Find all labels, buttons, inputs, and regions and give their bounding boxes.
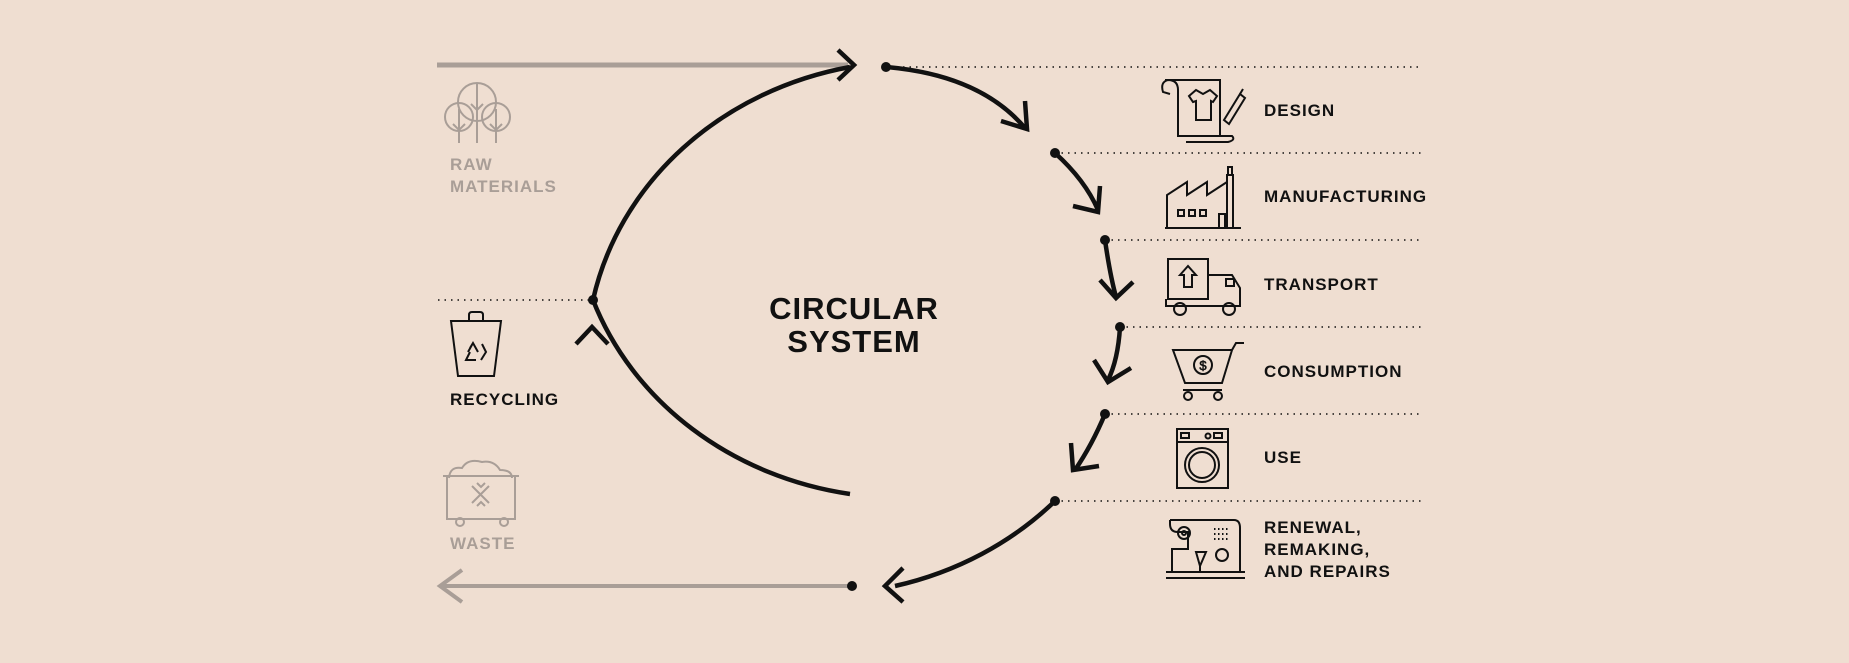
diagram-title: CIRCULAR SYSTEM: [769, 291, 939, 359]
recycle-bin-icon: [449, 311, 503, 377]
waste-container-icon: [443, 459, 519, 527]
stage-label-manufacturing: MANUFACTURING: [1264, 187, 1428, 206]
arc-consumption: [1105, 326, 1123, 382]
stage-label-renewal: RENEWAL, REMAKING, AND REPAIRS: [1264, 518, 1391, 581]
arc-use: [1073, 413, 1108, 472]
sewing-machine-icon: [1166, 519, 1245, 579]
arc-transport: [1102, 239, 1119, 298]
input-label-waste: WASTE: [450, 534, 516, 553]
arc-top-to-design: [885, 64, 1027, 130]
input-label-recycling: RECYCLING: [450, 390, 560, 409]
blueprint-shirt-icon: [1161, 78, 1247, 143]
stage-divider-lines: [438, 66, 1422, 502]
factory-icon: [1165, 166, 1241, 229]
stage-label-use: USE: [1264, 448, 1302, 467]
arc-renewal-to-bottom: [894, 499, 1057, 589]
arc-recycling-to-top: [590, 64, 851, 301]
cycle-arcs: [590, 64, 1123, 589]
cycle-arrowheads: [574, 48, 1135, 604]
arc-bottom-to-recycling: [590, 299, 851, 497]
input-label-raw-materials: RAW MATERIALS: [450, 155, 557, 196]
delivery-truck-icon: [1165, 258, 1241, 316]
shopping-cart-icon: $: [1171, 342, 1244, 401]
stage-label-design: DESIGN: [1264, 101, 1336, 120]
trees-icon: [444, 82, 511, 143]
waste-arrowhead: [436, 568, 464, 604]
stage-label-transport: TRANSPORT: [1264, 275, 1379, 294]
svg-text:$: $: [1199, 358, 1207, 373]
stage-label-consumption: CONSUMPTION: [1264, 362, 1403, 381]
arc-manufacturing: [1053, 151, 1101, 211]
washing-machine-icon: [1176, 428, 1229, 489]
cycle-nodes: [588, 62, 1125, 591]
